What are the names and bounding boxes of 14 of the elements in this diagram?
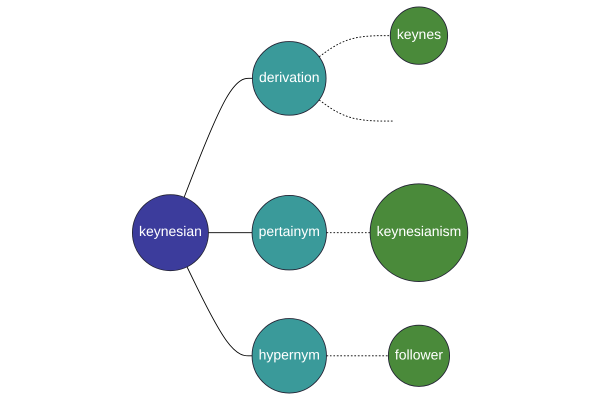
connector: [318, 100, 394, 122]
connector: [186, 266, 252, 356]
node-circle: keynes: [390, 6, 448, 65]
node-circle: keynesian: [132, 194, 209, 272]
node-circle: derivation: [252, 41, 326, 116]
connector: [208, 232, 252, 234]
connector: [318, 35, 391, 58]
node-circle: pertainym: [251, 195, 327, 270]
node-circle: keynesianism: [370, 183, 468, 282]
node-circle: follower: [388, 324, 450, 387]
connector: [326, 232, 370, 234]
connector: [326, 355, 389, 356]
node-circle: hypernym: [251, 318, 327, 394]
connector: [184, 78, 253, 198]
